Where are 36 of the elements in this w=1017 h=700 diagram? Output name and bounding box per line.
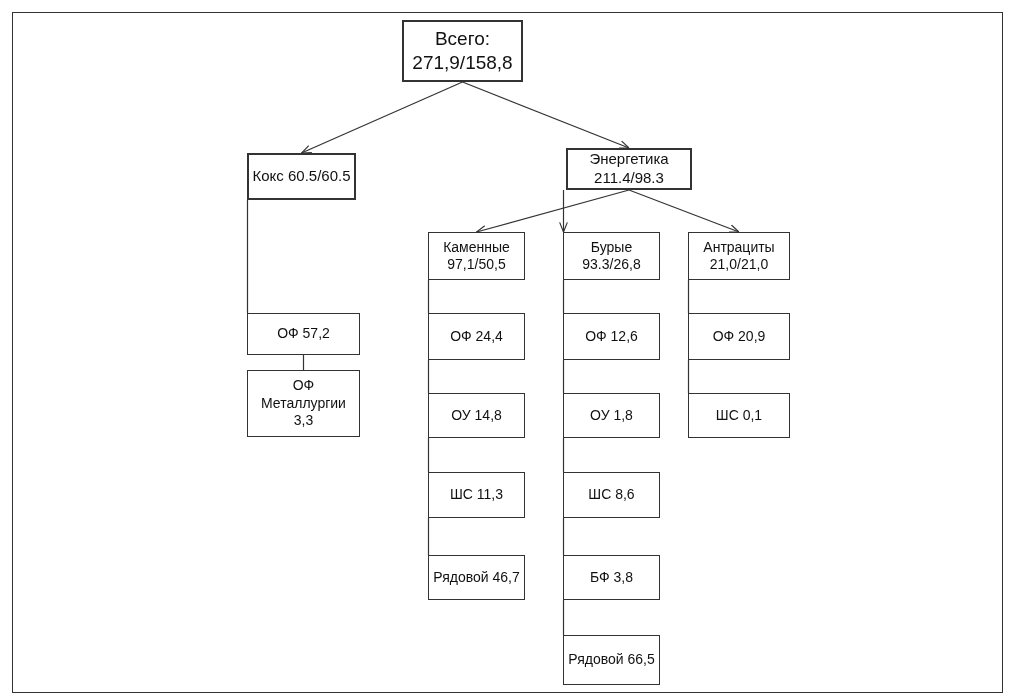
node-box: Бурые 93.3/26,8 xyxy=(563,232,660,280)
connector-line xyxy=(246,199,249,314)
node-box: ОФ 12,6 xyxy=(563,313,660,360)
node-box: БФ 3,8 xyxy=(563,555,660,600)
connector-line xyxy=(687,359,690,394)
connector-line xyxy=(427,517,430,556)
connector-line xyxy=(562,599,565,636)
node-box: ОУ 14,8 xyxy=(428,393,525,438)
node-box: ОФ 20,9 xyxy=(688,313,790,360)
node-box: Рядовой 46,7 xyxy=(428,555,525,600)
connector-line xyxy=(562,359,565,394)
connector-line xyxy=(562,437,565,473)
node-box: Рядовой 66,5 xyxy=(563,635,660,685)
node-box: ШС 8,6 xyxy=(563,472,660,518)
connector-line xyxy=(427,279,430,314)
arrow xyxy=(300,81,464,154)
node-box: ШС 0,1 xyxy=(688,393,790,438)
node-box: Всего: 271,9/158,8 xyxy=(402,20,523,82)
connector-line xyxy=(687,279,690,314)
arrow xyxy=(628,189,740,233)
node-box: Антрациты 21,0/21,0 xyxy=(688,232,790,280)
connector-line xyxy=(562,517,565,556)
node-box: ОФ Металлургии 3,3 xyxy=(247,370,360,437)
arrow xyxy=(461,81,630,149)
node-box: Кокс 60.5/60.5 xyxy=(247,153,356,200)
node-box: ОФ 24,4 xyxy=(428,313,525,360)
node-box: ШС 11,3 xyxy=(428,472,525,518)
node-box: ОУ 1,8 xyxy=(563,393,660,438)
arrow xyxy=(475,189,630,234)
arrow xyxy=(559,189,568,233)
node-box: Каменные 97,1/50,5 xyxy=(428,232,525,280)
connector-line xyxy=(562,279,565,314)
connector-line xyxy=(427,437,430,473)
node-box: Энергетика 211.4/98.3 xyxy=(566,148,692,190)
connector-line xyxy=(427,359,430,394)
node-box: ОФ 57,2 xyxy=(247,313,360,355)
